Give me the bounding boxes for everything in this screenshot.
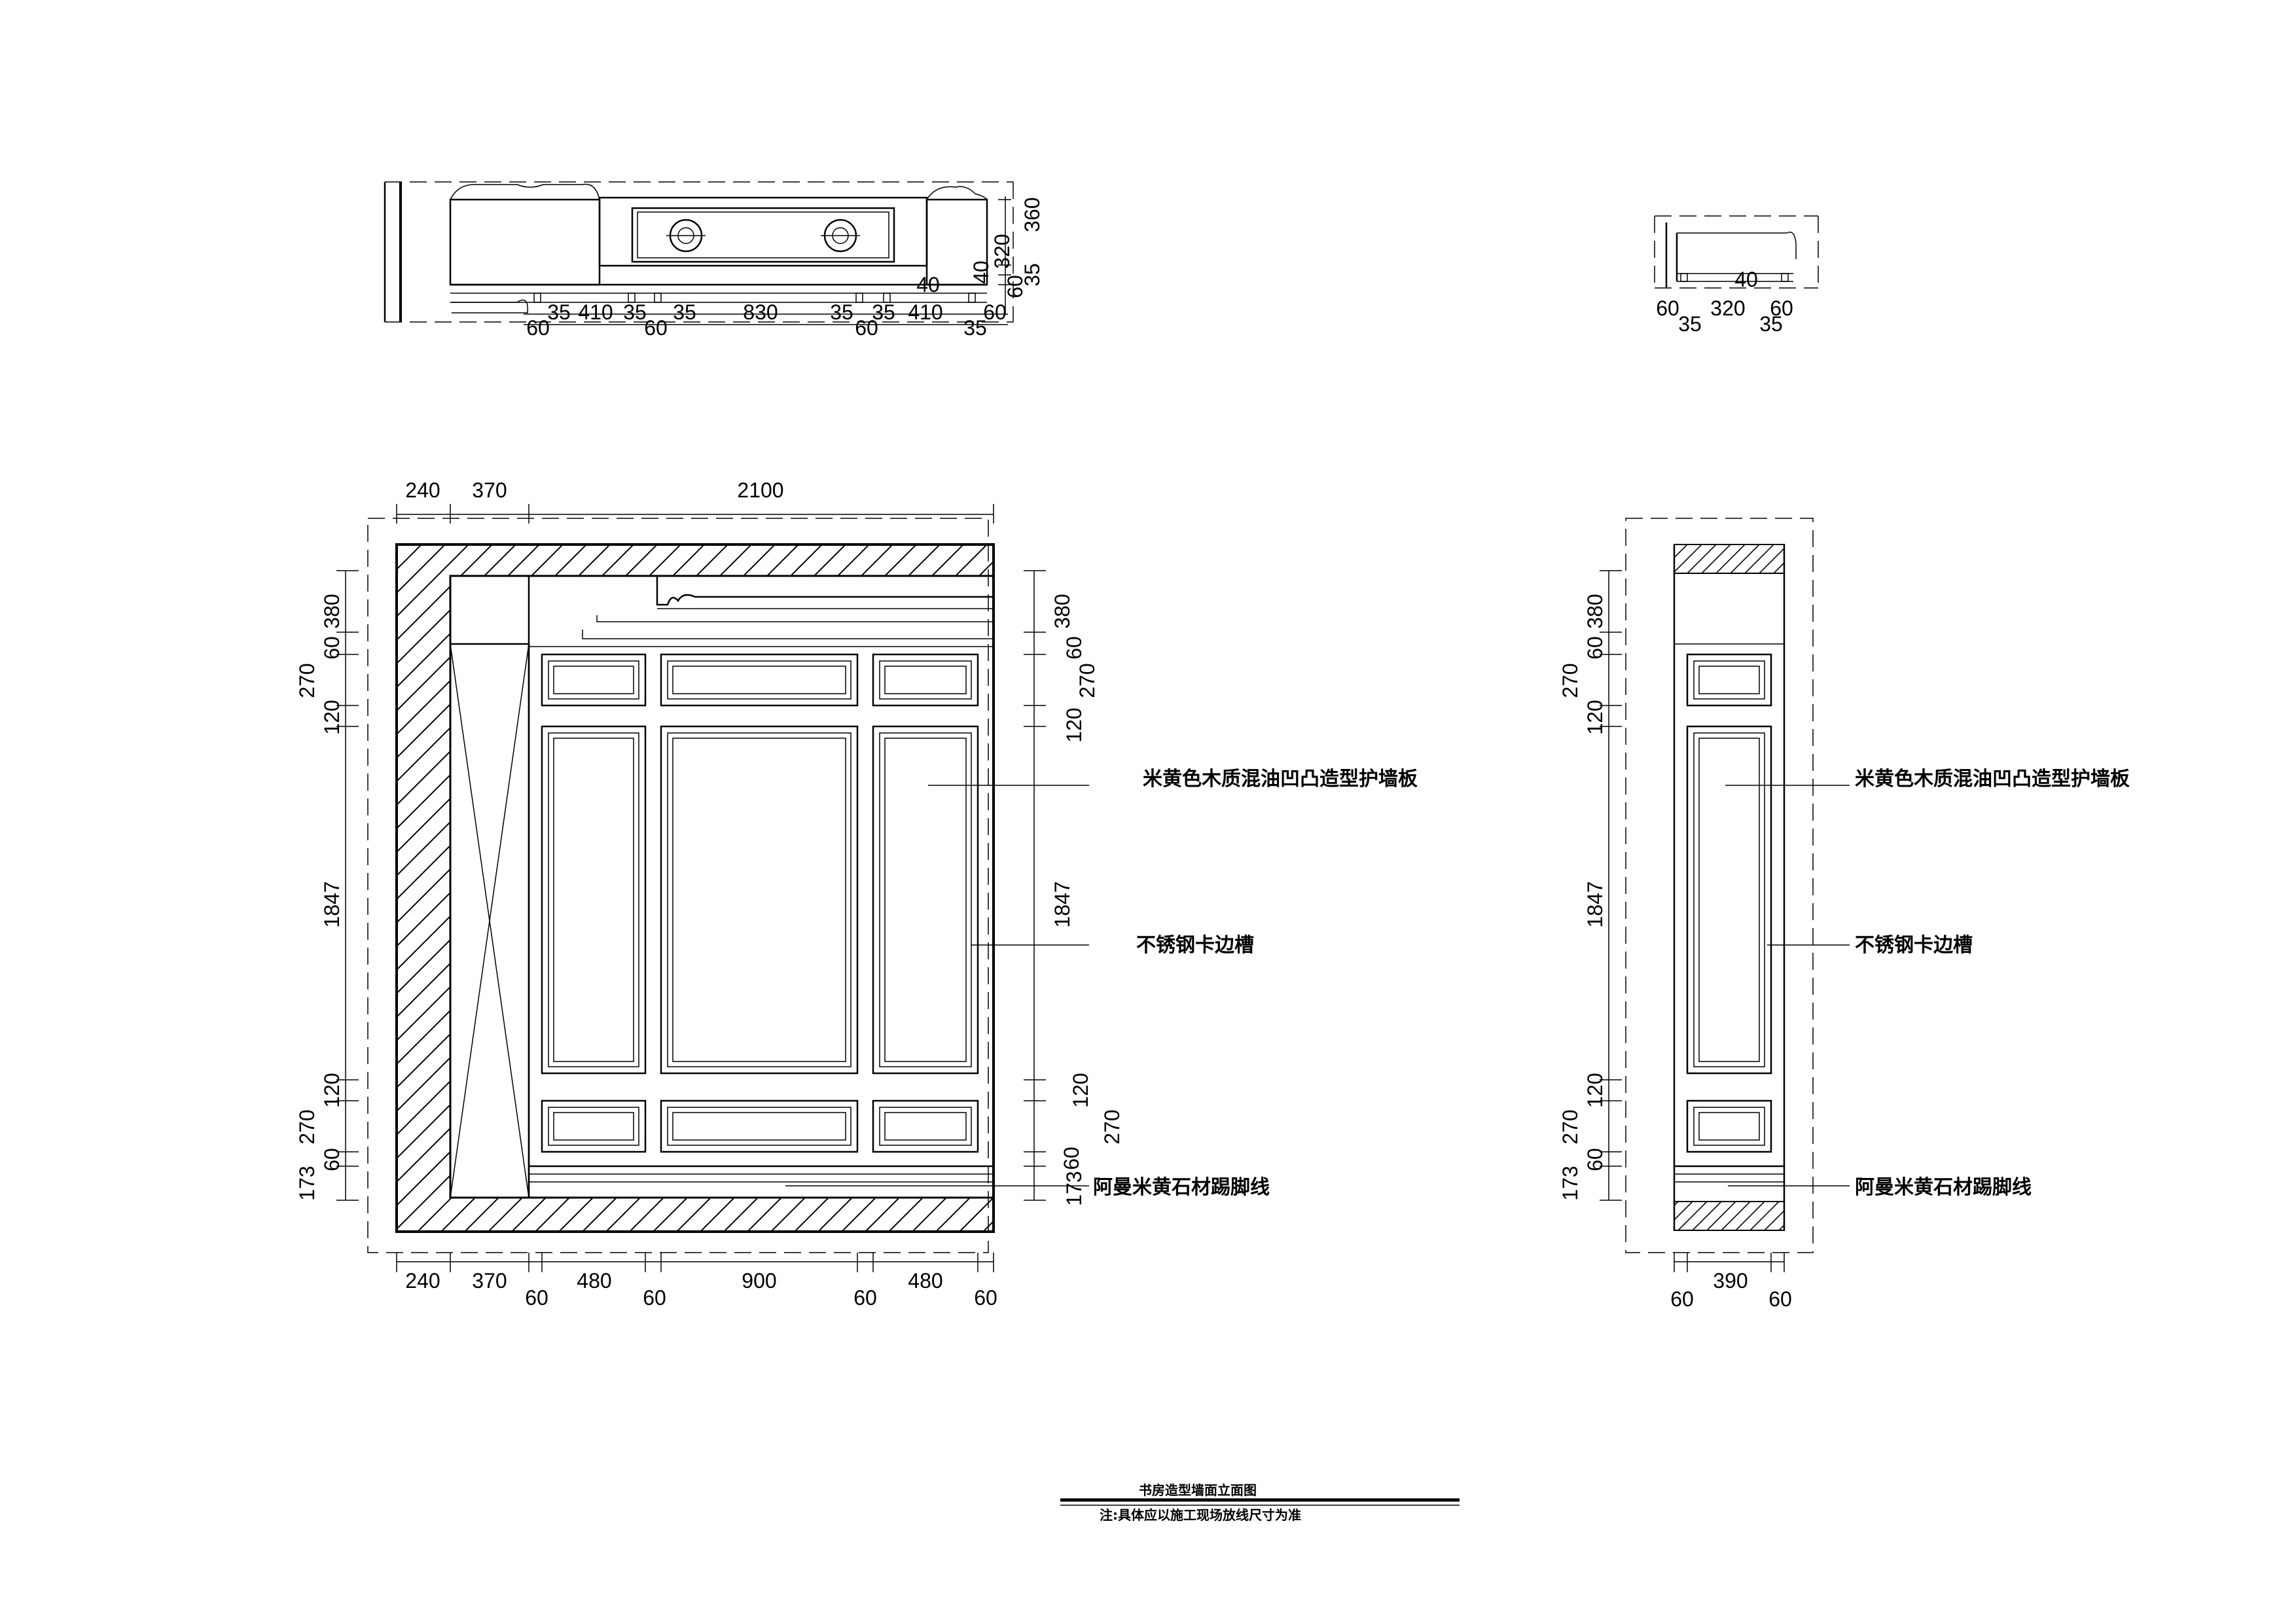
main-plan-dim-3: 35	[623, 300, 647, 324]
main-elev-right-dim-1: 380	[1050, 594, 1074, 628]
main-elev-left-dim-3: 270	[295, 663, 319, 698]
main-elev-left-dim-4: 120	[320, 700, 344, 734]
main-plan-right-dim-5: 40	[969, 260, 993, 284]
main-elev-bottom-dim-7: 60	[853, 1286, 877, 1310]
side-plan-dim-b2: 35	[1759, 312, 1783, 336]
main-elev-left-dim-7: 270	[295, 1109, 319, 1144]
side-plan-view: 40 60 320 60 35 35	[1654, 215, 1819, 336]
main-elev-bottom-dim-3: 60	[525, 1286, 548, 1310]
side-callout-skirting: 阿曼米黄石材踢脚线	[1855, 1176, 2032, 1199]
side-callout-wainscot: 米黄色木质混油凹凸造型护墙板	[1855, 768, 2130, 791]
main-elev-bottom-dim-9: 60	[974, 1286, 997, 1310]
main-elev-top-dim-3: 2100	[737, 478, 783, 502]
main-callout-skirting: 阿曼米黄石材踢脚线	[1093, 1176, 1270, 1199]
main-plan-dim-b4: 35	[963, 316, 987, 340]
main-plan-dim-6: 35	[830, 300, 853, 324]
main-elev-right-dim-6: 120	[1069, 1073, 1092, 1107]
main-elev-bottom-dim-6: 900	[742, 1269, 776, 1293]
side-elev-left-dim-5: 1847	[1583, 881, 1607, 927]
main-plan-dim-9: 60	[983, 300, 1007, 324]
main-elev-right-dim-4: 120	[1062, 707, 1086, 742]
main-elev-left-dim-1: 380	[320, 594, 344, 628]
side-elev-bottom-dim-2: 390	[1713, 1269, 1748, 1293]
main-elev-bottom-dim-8: 480	[908, 1269, 942, 1293]
main-elev-left-dim-5: 1847	[320, 881, 344, 927]
main-elev-left-dim-9: 173	[295, 1166, 319, 1200]
main-plan-dim-7: 35	[872, 300, 895, 324]
side-elev-left-dim-2: 60	[1583, 636, 1607, 660]
main-elev-right-dim-5: 1847	[1050, 881, 1074, 927]
side-elev-bottom-dim-1: 60	[1670, 1287, 1694, 1311]
main-elev-right-dim-7: 270	[1100, 1109, 1124, 1144]
main-elev-bottom-dim-1: 240	[405, 1269, 440, 1293]
side-elevation: 60 390 60 380 60 270 120 1847 120 270 60…	[1558, 518, 1850, 1311]
main-elev-left-dim-8: 60	[320, 1148, 344, 1171]
side-plan-dim-1: 60	[1656, 296, 1679, 320]
main-plan-view: 35 410 35 35 830 35 35 410 60 60 60 60 3…	[384, 181, 1044, 340]
main-elev-right-dim-9: 173	[1062, 1171, 1086, 1205]
side-plan-dim-b1: 35	[1678, 312, 1702, 336]
main-elev-right-dim-3: 270	[1075, 663, 1099, 698]
side-elev-left-dim-9: 173	[1558, 1166, 1582, 1200]
main-elev-bottom-dim-4: 480	[577, 1269, 611, 1293]
main-plan-dim-2: 410	[578, 300, 613, 324]
side-plan-dim-2: 320	[1710, 296, 1745, 320]
main-plan-dim-b2: 60	[644, 316, 668, 340]
main-plan-dim-b3: 60	[855, 316, 878, 340]
main-elev-bottom-dim-2: 370	[472, 1269, 507, 1293]
main-plan-right-dim-4: 60	[1003, 275, 1027, 298]
main-plan-dim-5: 830	[743, 300, 778, 324]
main-plan-mark: 40	[916, 273, 940, 296]
side-plan-dim-3: 60	[1770, 296, 1793, 320]
side-callout-steel-groove: 不锈钢卡边槽	[1855, 934, 1973, 957]
main-plan-dim-b1: 60	[526, 316, 550, 340]
main-elev-bottom-dim-5: 60	[643, 1286, 666, 1310]
main-elev-right-dim-2: 60	[1062, 636, 1086, 660]
main-elev-left-dim-2: 60	[320, 636, 344, 660]
main-elev-top-dim-1: 240	[405, 478, 440, 502]
side-plan-mark: 40	[1734, 268, 1758, 291]
main-plan-dim-1: 35	[547, 300, 571, 324]
main-plan-right-dim-1: 360	[1020, 197, 1044, 232]
drawing-note: 注:具体应以施工现场放线尺寸为准	[1100, 1507, 1301, 1523]
side-elev-left-dim-6: 120	[1583, 1073, 1607, 1107]
side-elev-left-dim-3: 270	[1558, 663, 1582, 698]
main-elev-left-dim-6: 120	[320, 1073, 344, 1107]
main-plan-right-dim-3: 35	[1020, 263, 1044, 287]
main-callout-steel-groove: 不锈钢卡边槽	[1136, 934, 1254, 957]
main-plan-dim-8: 410	[908, 300, 942, 324]
main-plan-dim-4: 35	[673, 300, 696, 324]
side-elev-left-dim-7: 270	[1558, 1109, 1582, 1144]
side-elev-left-dim-8: 60	[1583, 1148, 1607, 1171]
side-elev-left-dim-1: 380	[1583, 594, 1607, 628]
main-callout-wainscot: 米黄色木质混油凹凸造型护墙板	[1143, 768, 1418, 791]
main-plan-right-dim-2: 320	[990, 234, 1014, 268]
side-elev-bottom-dim-3: 60	[1768, 1287, 1792, 1311]
main-elevation: 240 370 2100 240 370 60 480 60 900 60 48…	[295, 478, 1124, 1310]
main-elev-top-dim-2: 370	[472, 478, 507, 502]
drawing-title: 书房造型墙面立面图	[1139, 1482, 1257, 1498]
side-elev-left-dim-4: 120	[1583, 700, 1607, 734]
main-elev-right-dim-8: 60	[1060, 1147, 1083, 1170]
title-block: 书房造型墙面立面图 注:具体应以施工现场放线尺寸为准	[1060, 1482, 1460, 1523]
